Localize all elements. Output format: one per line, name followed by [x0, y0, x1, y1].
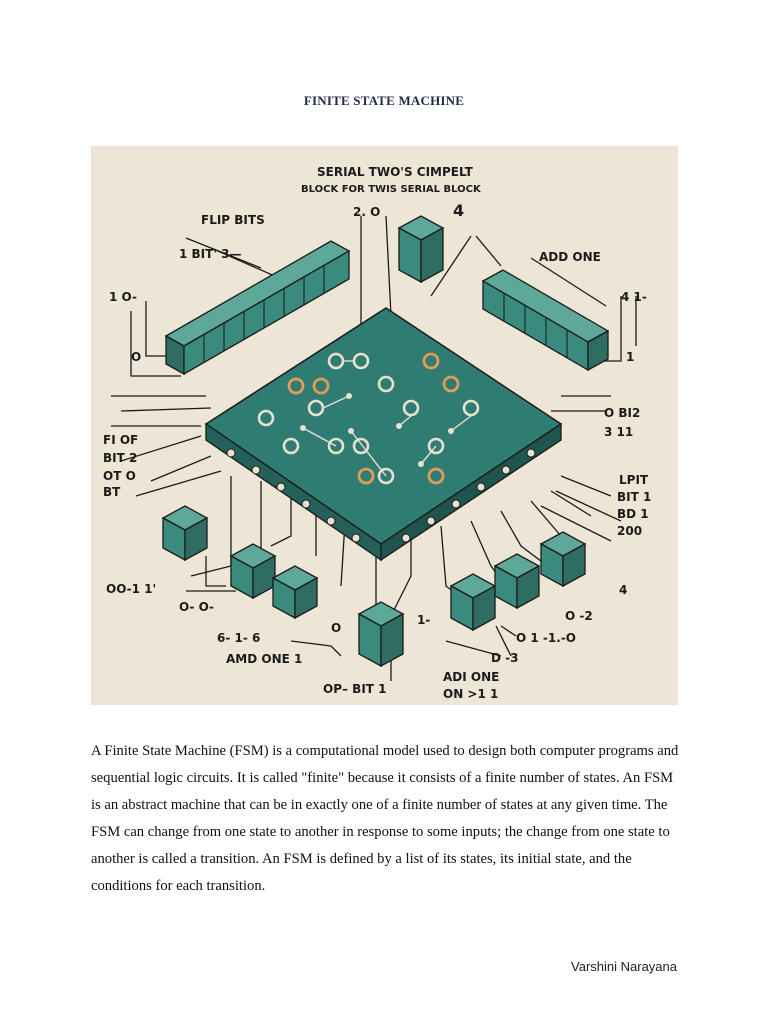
label-six-one-six: 6- 1- 6: [217, 631, 260, 645]
label-o-o: O- O-: [179, 600, 214, 614]
label-o-minus-2: O -2: [565, 609, 593, 623]
body-text: A Finite State Machine (FSM) is a comput…: [91, 743, 679, 894]
heading-line1: SERIAL TWO'S CIMPELT: [317, 165, 474, 179]
label-four-right-low: 4: [619, 583, 627, 597]
label-o-mid: O: [331, 621, 341, 635]
right-bit-register: [481, 269, 610, 372]
label-four-top: 4: [453, 201, 464, 220]
chip: [204, 307, 563, 562]
heading-line2: BLOCK FOR TWIS SERIAL BLOCK: [301, 184, 482, 195]
label-bt: BT: [103, 485, 121, 499]
label-bit-1: BIT 1: [617, 490, 651, 504]
wires: [111, 215, 637, 681]
label-two-o: 2. O: [353, 205, 380, 219]
label-one-right: 1: [626, 350, 634, 364]
circuit-diagram: SERIAL TWO'S CIMPELT BLOCK FOR TWIS SERI…: [103, 165, 651, 701]
label-two-hundred: 200: [617, 524, 642, 538]
label-d-3: D -3: [491, 651, 518, 665]
label-adi-one: ADI ONE: [443, 670, 499, 684]
label-oo-11: OO-1 1': [106, 582, 156, 596]
label-ot-o: OT O: [103, 469, 136, 483]
label-bit-2: BIT 2: [103, 451, 137, 465]
label-one-bit-three: 1 BIT' 3—: [179, 247, 242, 261]
label-o-1-1-o: O 1 -1.-O: [516, 631, 576, 645]
label-flip-bits: FLIP BITS: [201, 213, 265, 227]
label-bd-1: BD 1: [617, 507, 649, 521]
left-bit-register: [164, 240, 351, 376]
body-paragraph: A Finite State Machine (FSM) is a comput…: [91, 738, 681, 900]
label-lpit: LPIT: [619, 473, 649, 487]
author-name: Varshini Narayana: [571, 959, 677, 974]
label-on-11: ON >1 1: [443, 687, 498, 701]
top-block: [397, 215, 445, 284]
fsm-illustration: SERIAL TWO'S CIMPELT BLOCK FOR TWIS SERI…: [91, 146, 678, 705]
label-op-bit: OP– BIT 1: [323, 682, 387, 696]
label-three-11: 3 11: [604, 425, 633, 439]
label-four-one-right: 4 1-: [621, 290, 647, 304]
label-amd-one: AMD ONE 1: [226, 652, 302, 666]
page-title: FINITE STATE MACHINE: [303, 93, 465, 108]
label-one-o-left: 1 O-: [109, 290, 137, 304]
label-o-bi2: O BI2: [604, 406, 640, 420]
label-o-left: O: [131, 350, 141, 364]
label-add-one: ADD ONE: [539, 250, 601, 264]
label-one-mid: 1-: [417, 613, 430, 627]
lower-blocks: [161, 505, 587, 668]
label-fi-of: FI OF: [103, 433, 138, 447]
